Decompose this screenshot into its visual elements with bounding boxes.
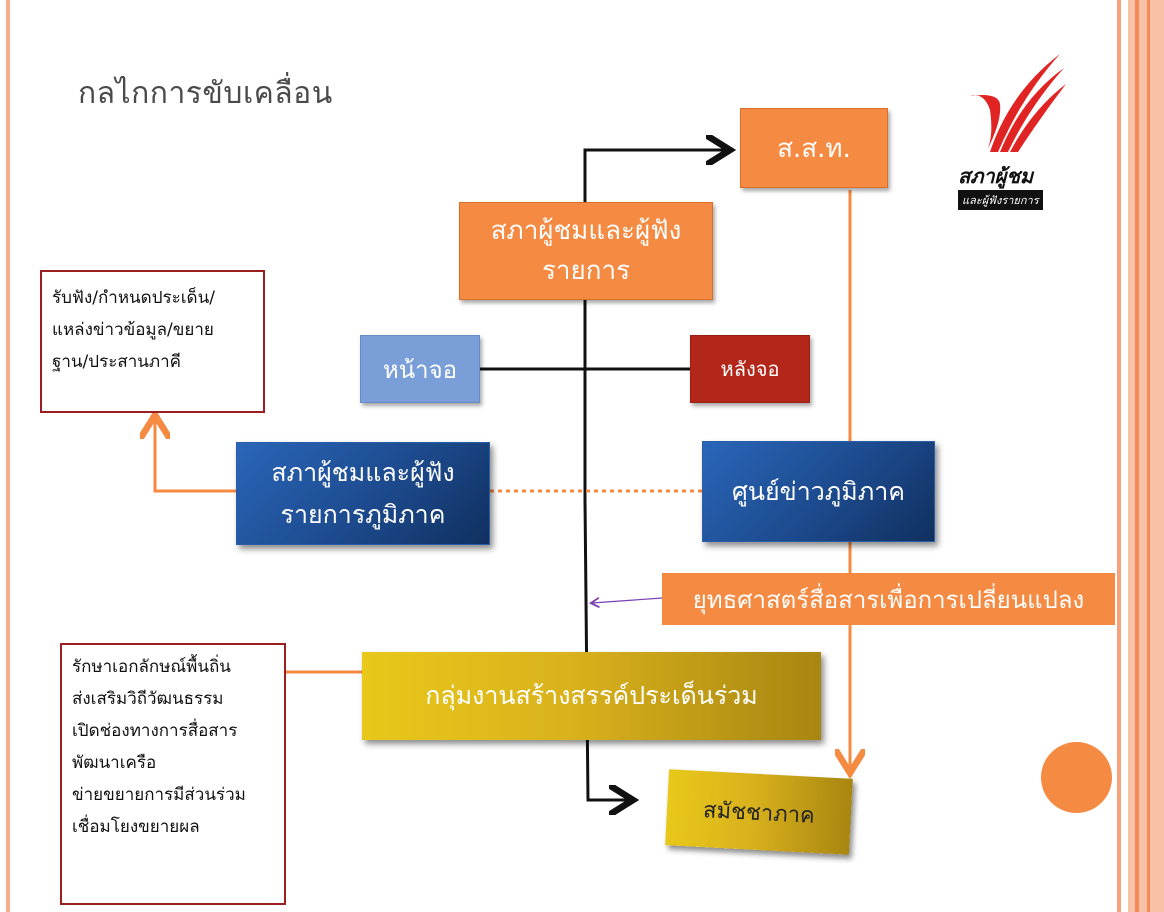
arrow-to-top-note bbox=[155, 418, 236, 493]
frame-right-band bbox=[1128, 0, 1164, 912]
regional-council-line2: รายการภูมิภาค bbox=[280, 499, 446, 529]
regional-news-label: ศูนย์ข่าวภูมิภาค bbox=[732, 476, 905, 506]
note-line: เชื่อมโยงขยายผล bbox=[72, 817, 200, 837]
member-regions-box: สมัชชาภาค bbox=[665, 769, 853, 855]
member-regions-label: สมัชชาภาค bbox=[702, 797, 816, 829]
bottom-left-note: รักษาเอกลักษณ์พื้นถิ่น ส่งเสริมวิถีวัฒนธ… bbox=[60, 643, 286, 905]
note-line: แหล่งข่าวข้อมูล/ขยาย bbox=[52, 320, 214, 340]
regional-council-line1: สภาผู้ชมและผู้ฟัง bbox=[271, 457, 455, 487]
back-screen-label: หลังจอ bbox=[720, 357, 780, 381]
frame-right-line-1 bbox=[1117, 0, 1121, 912]
logo: สภาผู้ชม และผู้ฟังรายการ bbox=[950, 52, 1070, 212]
creative-group-box: กลุ่มงานสร้างสรรค์ประเด็นร่วม bbox=[362, 652, 821, 740]
sst-label: ส.ส.ท. bbox=[777, 133, 851, 164]
back-screen-box: หลังจอ bbox=[690, 335, 810, 403]
frame-left-line bbox=[6, 0, 10, 912]
strategy-label: ยุทธศาสตร์สื่อสารเพื่อการเปลี่ยนแปลง bbox=[692, 585, 1085, 614]
logo-name: สภาผู้ชม bbox=[958, 164, 1034, 188]
front-screen-label: หน้าจอ bbox=[382, 355, 458, 384]
decorative-circle bbox=[1041, 742, 1112, 813]
note-line: ส่งเสริมวิถีวัฒนธรรม bbox=[72, 689, 224, 709]
council-label-line1: สภาผู้ชมและผู้ฟัง bbox=[490, 216, 682, 246]
creative-group-label: กลุ่มงานสร้างสรรค์ประเด็นร่วม bbox=[425, 681, 758, 710]
regional-news-box: ศูนย์ข่าวภูมิภาค bbox=[702, 441, 935, 542]
note-line: เปิดช่องทางการสื่อสาร bbox=[72, 721, 238, 741]
note-line: ข่ายขยายการมีส่วนร่วม bbox=[72, 785, 246, 805]
frame-right-line-3 bbox=[1147, 0, 1150, 912]
note-line: รักษาเอกลักษณ์พื้นถิ่น bbox=[72, 657, 231, 677]
purple-arrow bbox=[592, 598, 663, 603]
regional-council-box: สภาผู้ชมและผู้ฟัง รายการภูมิภาค bbox=[236, 442, 490, 545]
strategy-box: ยุทธศาสตร์สื่อสารเพื่อการเปลี่ยนแปลง bbox=[662, 573, 1115, 625]
front-screen-box: หน้าจอ bbox=[360, 335, 480, 403]
council-label-line2: รายการ bbox=[541, 256, 631, 286]
logo-sub: และผู้ฟังรายการ bbox=[958, 190, 1043, 210]
top-left-note: รับฟัง/กำหนดประเด็น/ แหล่งข่าวข้อมูล/ขยา… bbox=[40, 270, 265, 413]
frame-right-line-2 bbox=[1135, 0, 1139, 912]
slide-title: กลไกการขับเคลื่อน bbox=[78, 76, 333, 111]
note-line: ฐาน/ประสานภาคี bbox=[52, 352, 181, 372]
sst-box: ส.ส.ท. bbox=[740, 108, 888, 188]
council-box: สภาผู้ชมและผู้ฟัง รายการ bbox=[459, 202, 713, 300]
logo-swoosh-icon bbox=[970, 54, 1066, 152]
note-line: พัฒนาเครือ bbox=[72, 753, 157, 773]
note-line: รับฟัง/กำหนดประเด็น/ bbox=[52, 288, 215, 308]
